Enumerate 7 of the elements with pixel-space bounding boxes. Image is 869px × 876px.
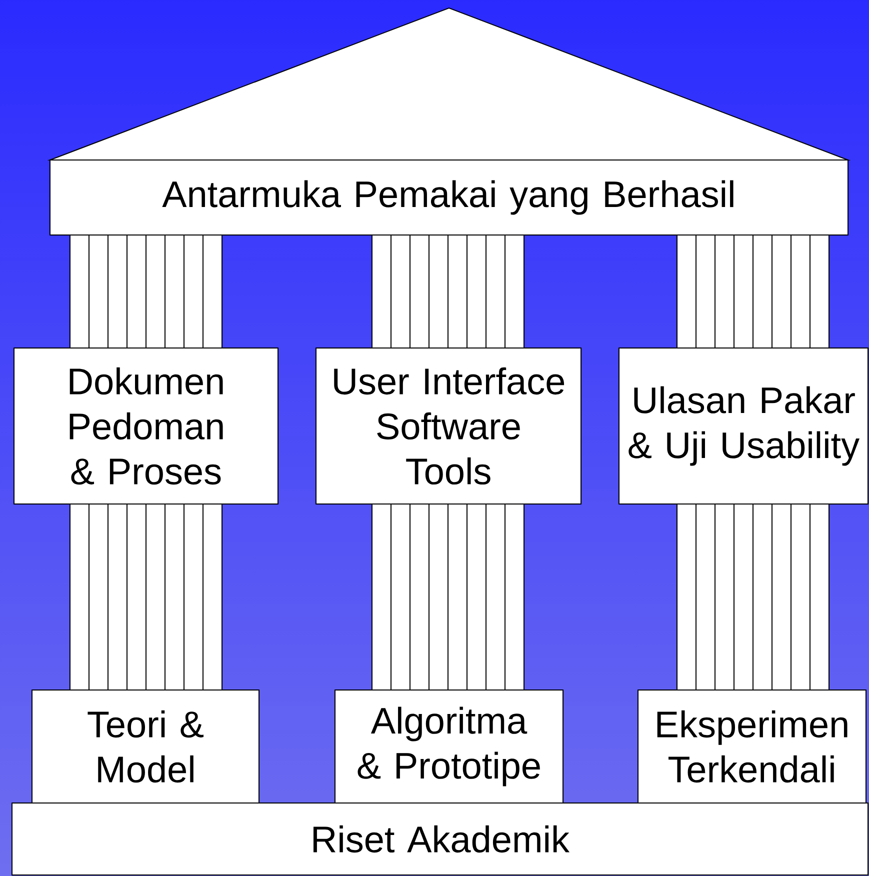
- text-box: Teori & Model: [32, 690, 260, 804]
- text-box: Eksperimen Terkendali: [638, 690, 866, 804]
- text-box: Antarmuka Pemakai yang Berhasil: [50, 160, 848, 236]
- text-box: Algoritma & Prototipe: [334, 690, 564, 804]
- text-box: User Interface Software Tools: [316, 348, 582, 504]
- text-box: Ulasan Pakar & Uji Usability: [618, 348, 868, 504]
- text-box: Dokumen Pedoman & Proses: [14, 348, 278, 504]
